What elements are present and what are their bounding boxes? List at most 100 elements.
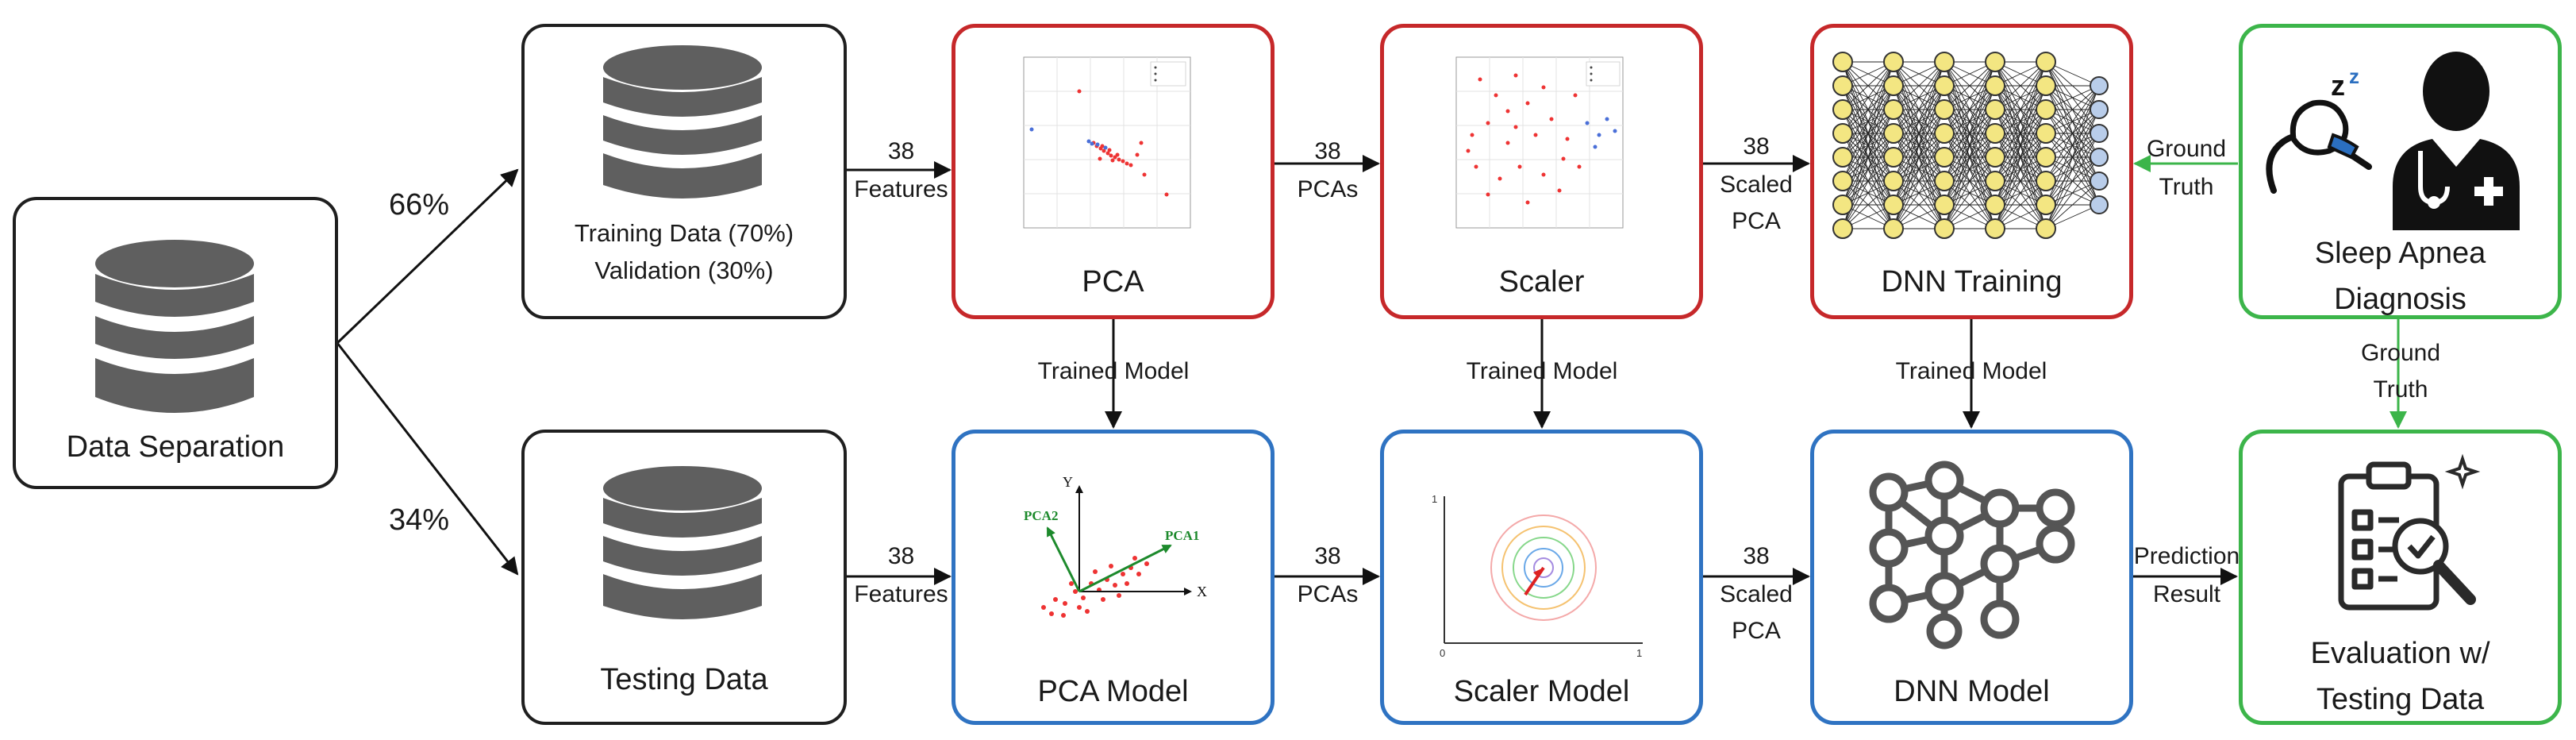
hidden-neuron <box>1985 171 2005 191</box>
test-features-label: Features <box>854 581 948 607</box>
hidden-neuron <box>1832 123 1853 144</box>
sleep-apnea-label-1: Sleep Apnea <box>2314 237 2486 270</box>
evaluation-clipboard-icon <box>2338 453 2481 611</box>
dnn-model-label: DNN Model <box>1894 675 2050 708</box>
hidden-neuron <box>1883 171 1904 191</box>
scaler-model-circles-icon: 0 1 1 <box>1432 493 1643 659</box>
scaler-tick-0: 0 <box>1440 647 1445 659</box>
hidden-neuron <box>2036 171 2056 191</box>
hidden-neuron <box>1883 218 1904 239</box>
hidden-neuron <box>1832 195 1853 215</box>
pca-model-axis-x: X <box>1197 584 1207 599</box>
hidden-neuron <box>1934 99 1955 120</box>
output-neuron <box>2090 124 2109 143</box>
hidden-neuron <box>1883 195 1904 215</box>
testing-data-label: Testing Data <box>600 663 768 696</box>
split-test-percent: 34% <box>389 503 450 537</box>
pca-scatter-plot-icon <box>1023 56 1191 229</box>
test-features-count: 38 <box>887 543 915 569</box>
hidden-neuron <box>1883 99 1904 120</box>
hidden-neuron <box>1883 123 1904 144</box>
hidden-neuron <box>1883 147 1904 168</box>
neural-network-icon <box>1832 52 2109 239</box>
evaluation-label-2: Testing Data <box>2316 683 2485 716</box>
hidden-neuron <box>1832 171 1853 191</box>
hidden-neuron <box>2036 52 2056 72</box>
svg-text:z: z <box>2331 69 2345 102</box>
scaler-box <box>1380 24 1703 319</box>
hidden-neuron <box>1934 52 1955 72</box>
pca-model-pc2: PCA2 <box>1024 508 1058 523</box>
ground-truth-train-label-2: Truth <box>2159 174 2214 200</box>
split-test-arrow <box>336 342 519 576</box>
hidden-neuron <box>2036 195 2056 215</box>
database-icon <box>603 466 762 619</box>
hidden-neuron <box>1832 75 1853 96</box>
evaluation-label-1: Evaluation w/ <box>2310 637 2490 670</box>
output-neuron <box>2090 100 2109 119</box>
pcamodel-scalermodel-label: PCAs <box>1297 581 1359 607</box>
pca-trained-model-label: Trained Model <box>1037 358 1190 384</box>
training-data-label: Training Data (70%) <box>574 219 794 247</box>
output-neuron <box>2090 172 2109 191</box>
dnn-trained-model-label: Trained Model <box>1895 358 2047 384</box>
scaler-tick-1-y: 1 <box>1432 493 1437 505</box>
scaler-trained-model-label: Trained Model <box>1466 358 1618 384</box>
hidden-neuron <box>1832 218 1853 239</box>
ground-truth-eval-label-1: Ground <box>2360 340 2441 366</box>
scaler-label: Scaler <box>1498 265 1585 299</box>
hidden-neuron <box>1832 52 1853 72</box>
hidden-neuron <box>1934 147 1955 168</box>
pca-model-box <box>952 430 1275 725</box>
scalermodel-dnnmodel-label-1: Scaled <box>1720 581 1793 607</box>
train-features-count: 38 <box>887 138 915 164</box>
scaler-dnn-label-1: Scaled <box>1720 172 1793 198</box>
hidden-neuron <box>1934 75 1955 96</box>
validation-label: Validation (30%) <box>594 256 774 284</box>
data-separation-label: Data Separation <box>66 430 285 464</box>
scaler-dnn-label-2: PCA <box>1732 208 1781 234</box>
prediction-result-label-1: Prediction <box>2133 543 2240 569</box>
pca-box <box>952 24 1275 319</box>
hidden-neuron <box>1883 75 1904 96</box>
hidden-neuron <box>2036 99 2056 120</box>
pca-scaler-count: 38 <box>1314 138 1341 164</box>
hidden-neuron <box>1832 99 1853 120</box>
scaler-model-label: Scaler Model <box>1453 675 1630 708</box>
hidden-neuron <box>1832 147 1853 168</box>
hidden-neuron <box>1934 123 1955 144</box>
pca-label: PCA <box>1082 265 1144 299</box>
output-neuron <box>2090 195 2109 214</box>
hidden-neuron <box>2036 75 2056 96</box>
hidden-neuron <box>1985 147 2005 168</box>
sleeping-patient-icon: z z <box>2266 64 2372 194</box>
hidden-neuron <box>2036 147 2056 168</box>
pca-model-axis-y: Y <box>1063 474 1073 490</box>
doctor-icon <box>2393 52 2520 230</box>
ground-truth-train-label-1: Ground <box>2146 136 2227 162</box>
prediction-result-label-2: Result <box>2152 581 2221 607</box>
pca-scaler-label: PCAs <box>1297 176 1359 202</box>
hidden-neuron <box>1985 75 2005 96</box>
hidden-neuron <box>2036 123 2056 144</box>
dnn-model-network-icon <box>1869 461 2075 649</box>
scaler-tick-1-x: 1 <box>1636 647 1642 659</box>
scaler-scatter-plot-icon <box>1455 56 1624 229</box>
hidden-neuron <box>1985 99 2005 120</box>
output-neuron <box>2090 76 2109 95</box>
pcamodel-scalermodel-count: 38 <box>1314 543 1341 569</box>
svg-text:z: z <box>2349 64 2359 88</box>
pca-model-pc1: PCA1 <box>1165 528 1199 543</box>
train-features-label: Features <box>854 176 948 202</box>
hidden-neuron <box>1934 195 1955 215</box>
split-train-percent: 66% <box>389 188 450 222</box>
hidden-neuron <box>1883 52 1904 72</box>
hidden-neuron <box>1934 218 1955 239</box>
output-neuron <box>2090 148 2109 167</box>
scalermodel-dnnmodel-count: 38 <box>1743 543 1770 569</box>
hidden-neuron <box>1985 123 2005 144</box>
hidden-neuron <box>1985 218 2005 239</box>
ground-truth-eval-label-2: Truth <box>2373 376 2428 403</box>
database-icon <box>603 45 762 198</box>
